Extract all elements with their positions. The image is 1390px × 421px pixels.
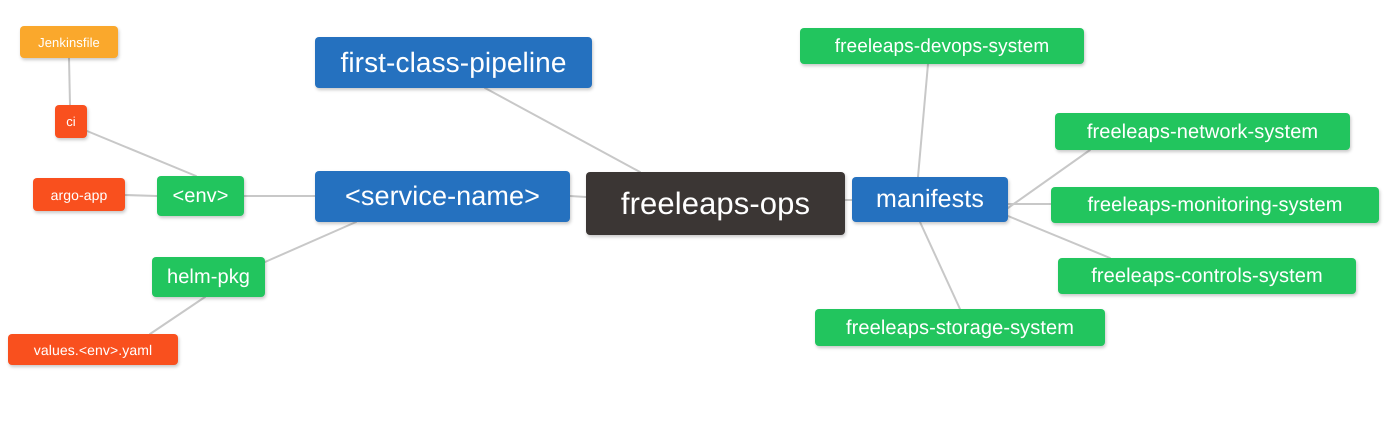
node-label-values-env-yaml: values.<env>.yaml <box>33 341 153 358</box>
node-freeleaps-network-system[interactable]: freeleaps-network-system <box>1055 113 1350 150</box>
node-freeleaps-controls-system[interactable]: freeleaps-controls-system <box>1058 258 1356 294</box>
node-label-first-class-pipeline: first-class-pipeline <box>340 46 567 78</box>
edge-ci-to-env <box>86 130 197 177</box>
node-label-ci: ci <box>66 114 76 129</box>
node-freeleaps-ops[interactable]: freeleaps-ops <box>586 172 845 235</box>
node-freeleaps-storage-system[interactable]: freeleaps-storage-system <box>815 309 1105 346</box>
edge-helm-pkg-to-service-name <box>264 221 357 263</box>
node-label-argo-app: argo-app <box>50 186 108 203</box>
node-env[interactable]: <env> <box>157 176 244 216</box>
edge-freeleaps-devops-system-to-manifests <box>917 63 929 178</box>
node-label-freeleaps-network-system: freeleaps-network-system <box>1086 120 1319 143</box>
edge-argo-app-to-env <box>124 194 158 197</box>
node-helm-pkg[interactable]: helm-pkg <box>152 257 265 297</box>
node-label-freeleaps-controls-system: freeleaps-controls-system <box>1091 265 1323 287</box>
node-ci[interactable]: ci <box>55 105 87 138</box>
node-service-name[interactable]: <service-name> <box>315 171 570 222</box>
node-label-env: <env> <box>172 185 229 207</box>
node-jenkinsfile[interactable]: Jenkinsfile <box>20 26 118 58</box>
node-label-freeleaps-monitoring-system: freeleaps-monitoring-system <box>1087 194 1343 216</box>
edge-first-class-pipeline-to-freeleaps-ops <box>484 87 641 173</box>
node-first-class-pipeline[interactable]: first-class-pipeline <box>315 37 592 88</box>
edge-service-name-to-freeleaps-ops <box>569 195 587 198</box>
edge-manifests-to-freeleaps-storage-system <box>919 221 961 310</box>
node-label-manifests: manifests <box>876 185 984 213</box>
node-label-freeleaps-ops: freeleaps-ops <box>620 186 811 221</box>
node-freeleaps-monitoring-system[interactable]: freeleaps-monitoring-system <box>1051 187 1379 223</box>
node-label-jenkinsfile: Jenkinsfile <box>38 34 100 50</box>
node-manifests[interactable]: manifests <box>852 177 1008 222</box>
edge-values-env-yaml-to-helm-pkg <box>149 296 206 335</box>
node-label-freeleaps-devops-system: freeleaps-devops-system <box>834 35 1050 57</box>
node-argo-app[interactable]: argo-app <box>33 178 125 211</box>
node-label-helm-pkg: helm-pkg <box>166 266 251 288</box>
edge-jenkinsfile-to-ci <box>68 57 71 106</box>
node-values-env-yaml[interactable]: values.<env>.yaml <box>8 334 178 365</box>
node-freeleaps-devops-system[interactable]: freeleaps-devops-system <box>800 28 1084 64</box>
node-label-service-name: <service-name> <box>345 181 540 211</box>
node-label-freeleaps-storage-system: freeleaps-storage-system <box>845 316 1075 339</box>
